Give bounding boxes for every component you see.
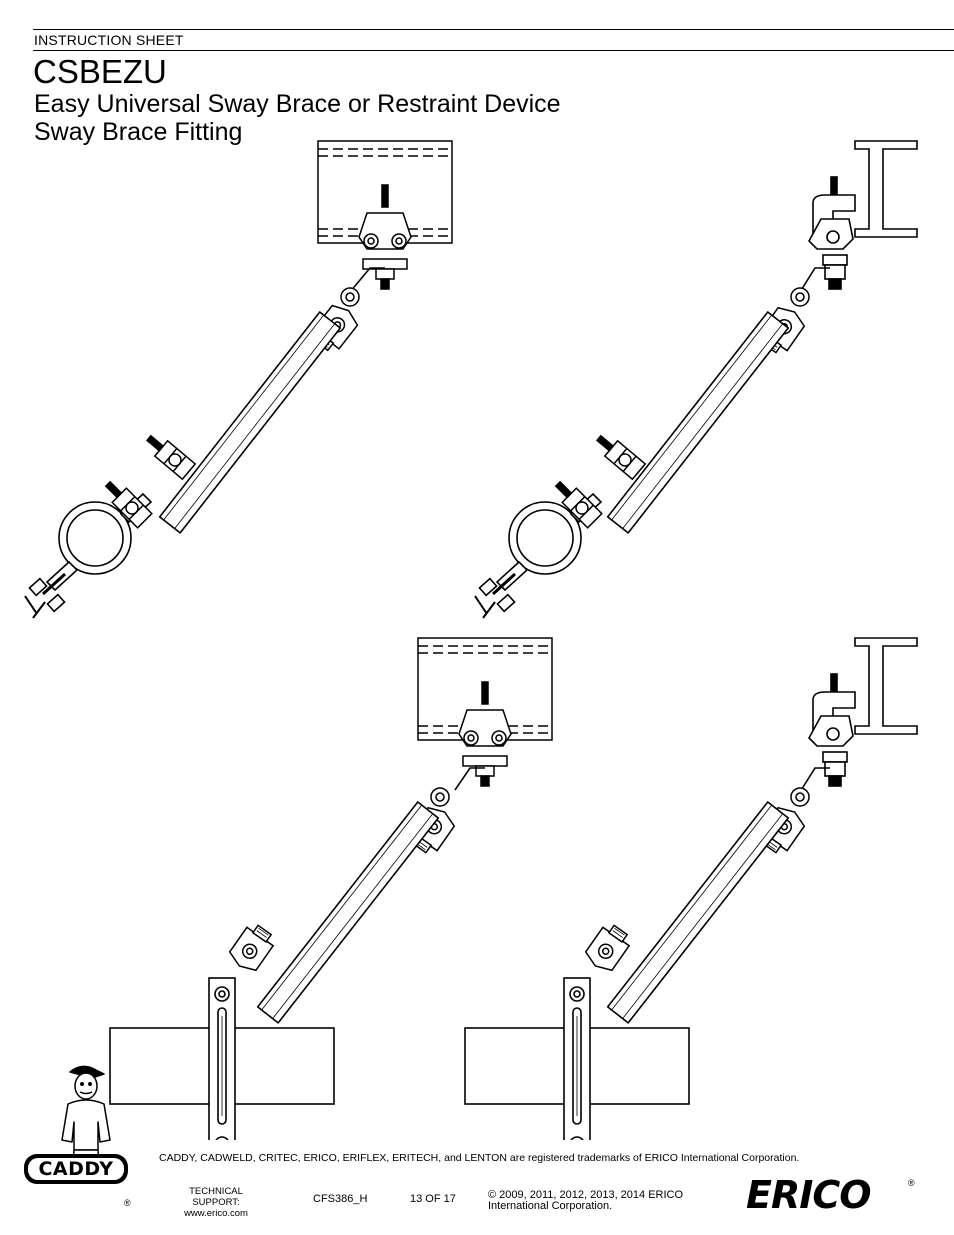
page-title: CSBEZU (33, 53, 167, 90)
technical-support-label: TECHNICAL SUPPORT: (189, 1186, 243, 1208)
copyright: © 2009, 2011, 2012, 2013, 2014 ERICO Int… (488, 1190, 683, 1212)
figure-concrete-insert-to-pipe-clamp (23, 140, 453, 620)
technical-support: TECHNICAL SUPPORT: www.erico.com (168, 1186, 264, 1219)
header-bottom-rule (33, 50, 954, 51)
page-subtitle: Easy Universal Sway Brace or Restraint D… (34, 90, 561, 118)
copyright-line-2: International Corporation. (488, 1200, 613, 1212)
page-subtitle-2: Sway Brace Fitting (34, 118, 243, 146)
figure-concrete-insert-to-strut (109, 637, 553, 1140)
caddy-registered-mark: ® (124, 1198, 131, 1208)
erico-logo: ERICO ® (746, 1173, 915, 1216)
erico-wordmark: ERICO (746, 1173, 871, 1216)
caddy-wordmark: CADDY (24, 1154, 128, 1184)
figure-beam-clamp-to-pipe-clamp (473, 140, 918, 620)
svg-text:CADDY: CADDY (38, 1158, 113, 1180)
erico-registered-mark: ® (908, 1178, 915, 1188)
assembly-drawings (23, 140, 918, 1140)
document-number: CFS386_H (313, 1193, 368, 1205)
header-top-rule (33, 29, 954, 30)
page-number: 13 OF 17 (410, 1193, 456, 1205)
figure-beam-clamp-to-strut (464, 637, 918, 1140)
caddy-logo: CADDY ® (24, 1065, 131, 1208)
trademark-notice: CADDY, CADWELD, CRITEC, ERICO, ERIFLEX, … (159, 1152, 800, 1164)
document-type-label: INSTRUCTION SHEET (34, 32, 184, 48)
copyright-line-1: © 2009, 2011, 2012, 2013, 2014 ERICO (488, 1189, 684, 1201)
technical-support-url: www.erico.com (184, 1208, 248, 1219)
